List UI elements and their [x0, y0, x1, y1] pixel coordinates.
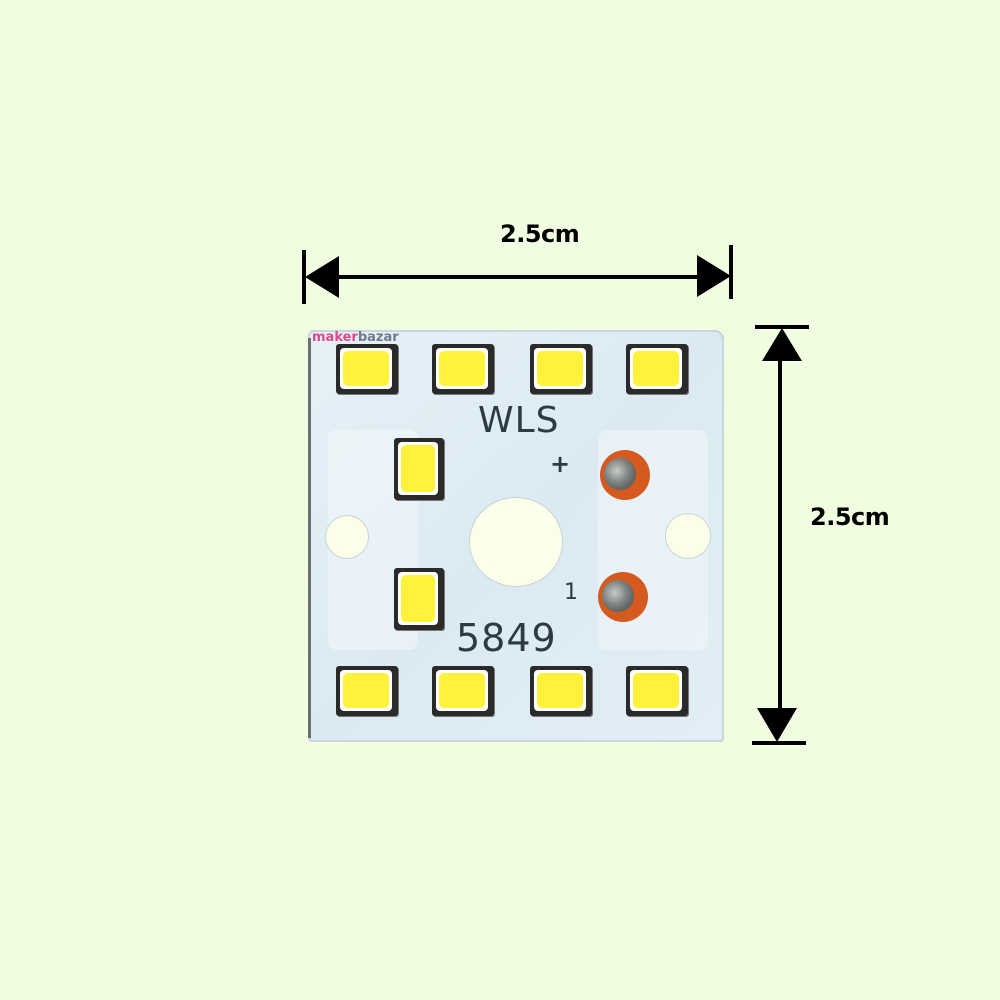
arrow-left-icon: [305, 256, 339, 298]
left-mounting-hole: [326, 516, 368, 558]
led-chip: [394, 438, 444, 500]
led-chip: [432, 344, 494, 394]
positive-solder-pad: [600, 450, 650, 500]
arrow-right-icon: [697, 255, 731, 297]
arrow-up-icon: [762, 328, 802, 361]
width-left-tick: [302, 250, 306, 304]
silkscreen-code: 5849: [456, 616, 557, 660]
silkscreen-wls: WLS: [478, 400, 560, 441]
led-chip: [336, 666, 398, 716]
width-line: [330, 275, 702, 279]
led-chip: [432, 666, 494, 716]
height-bottom-tick: [752, 741, 806, 745]
height-top-tick: [755, 325, 809, 329]
led-pcb-board: WLS + 1 5849: [308, 330, 724, 742]
height-line: [778, 355, 782, 713]
minus-marking: 1: [564, 580, 578, 605]
width-dimension-label: 2.5cm: [500, 220, 580, 248]
led-chip: [626, 666, 688, 716]
right-mounting-hole: [666, 514, 710, 558]
led-chip: [626, 344, 688, 394]
center-mounting-hole: [470, 498, 562, 586]
led-chip: [530, 666, 592, 716]
arrow-down-icon: [757, 708, 797, 742]
watermark-logo: makerbazar: [312, 330, 399, 345]
width-right-tick: [729, 245, 733, 299]
watermark-prefix: maker: [312, 330, 358, 345]
plus-marking-icon: +: [550, 450, 571, 478]
led-chip: [394, 568, 444, 630]
led-chip: [336, 344, 398, 394]
watermark-suffix: bazar: [357, 330, 399, 345]
pcb-edge: [308, 338, 311, 738]
led-chip: [530, 344, 592, 394]
negative-solder-pad: [598, 572, 648, 622]
height-dimension-label: 2.5cm: [810, 503, 890, 531]
